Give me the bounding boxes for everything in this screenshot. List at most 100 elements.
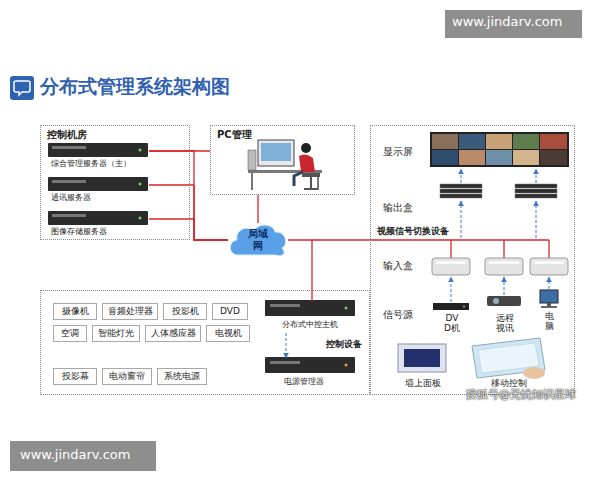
signal-arrow <box>504 277 505 295</box>
chair <box>302 173 320 177</box>
watermark-url: www.jindarv.com <box>452 15 562 30</box>
input-box <box>432 258 470 275</box>
server-label: 综合管理服务器（主） <box>51 159 131 168</box>
watermark-text: 搜狐号@无忧知识星球 <box>466 389 576 402</box>
device-label: DVD <box>213 306 247 316</box>
frame-heading: PC管理 <box>217 129 252 141</box>
diagram-title: 分布式管理系统架构图 <box>40 76 230 98</box>
wall-screen <box>486 150 512 165</box>
server-light <box>139 183 142 186</box>
device-label: 智能灯光 <box>93 328 139 338</box>
dvd-player: DV D机 <box>432 297 472 337</box>
row-label: 显示屏 <box>383 146 413 158</box>
wall-screen <box>540 150 567 165</box>
wall-screen <box>513 150 539 165</box>
monitor-screen <box>261 143 291 161</box>
device-label: 分布式中控主机 <box>282 320 338 329</box>
signal-arrow <box>536 201 537 238</box>
input-box-detail <box>489 261 519 264</box>
server-image <box>48 177 148 191</box>
mobile-control: 移动控制 <box>467 337 551 389</box>
room-frame: 控制机房综合管理服务器（主） 通讯服务器图像存储服务器 <box>40 125 190 240</box>
server-label: 图像存储服务器 <box>51 227 107 236</box>
signal-arrow <box>549 277 550 289</box>
output-box <box>440 189 482 193</box>
group-heading: 控制设备 <box>326 339 362 349</box>
wall-panel-screen <box>404 349 440 367</box>
chair-base <box>304 188 318 190</box>
lan-cloud: 局域 网 <box>228 223 288 257</box>
wall-screen <box>432 134 458 149</box>
wall-screen <box>486 134 512 149</box>
device-label: 人体感应器 <box>146 328 200 338</box>
signal-arrow <box>451 277 452 302</box>
device-label: 电视机 <box>207 328 249 338</box>
network-wire <box>312 239 549 240</box>
operator-body <box>299 154 315 172</box>
controller-light <box>345 307 348 310</box>
wall-panel-image <box>398 344 446 372</box>
hand <box>523 367 545 379</box>
server-detail <box>52 214 86 217</box>
device-label: 投影幕 <box>54 371 96 381</box>
watermark-url: www.jindarv.com <box>20 448 130 463</box>
operator-legs <box>294 172 303 186</box>
device-box: 投影机 <box>163 303 207 320</box>
device-box: 音频处理器 <box>102 303 158 320</box>
computer-monitor <box>540 290 558 303</box>
output-box <box>440 184 482 188</box>
server-light <box>139 149 142 152</box>
computer-stand <box>547 303 551 306</box>
controller-image <box>265 300 355 316</box>
device-label: 电 脑 <box>543 311 555 332</box>
server-image <box>48 211 148 225</box>
output-box <box>515 194 557 198</box>
output-box <box>440 194 482 198</box>
signal-arrow <box>461 201 462 238</box>
signal-arrow <box>536 169 537 183</box>
wall-screen <box>459 134 485 149</box>
power-manager: 电源管理器 <box>266 358 356 390</box>
av-frame: 显示屏输出盒视频信号切换设备输入盒信号源DV D机远程 视讯电 脑墙上面板移动控… <box>370 125 575 395</box>
output-box <box>515 184 557 188</box>
input-box <box>530 258 568 275</box>
video-terminal-image <box>487 296 521 306</box>
url-bar <box>10 441 156 471</box>
row-label: 输出盒 <box>383 202 413 214</box>
output-box <box>515 189 557 193</box>
title-icon <box>10 76 34 100</box>
wall-screen <box>540 134 567 149</box>
server-detail <box>52 180 86 183</box>
device-box: DVD <box>212 303 248 320</box>
server-label: 通讯服务器 <box>51 193 91 202</box>
network-line <box>149 151 228 240</box>
frame-heading: 控制机房 <box>47 129 87 141</box>
monitor <box>258 140 294 166</box>
camera-lens <box>493 298 499 304</box>
network-line <box>149 185 228 240</box>
device-box: 空调 <box>53 325 87 342</box>
device-label: 移动控制 <box>467 378 551 388</box>
video-wall <box>430 132 569 167</box>
device-label: 电源管理器 <box>284 377 324 386</box>
device-box: 人体感应器 <box>145 325 201 342</box>
device-label: 墙上面板 <box>395 378 451 388</box>
server-detail <box>52 146 86 149</box>
desk-leg <box>251 173 253 190</box>
chat-symbol <box>14 81 30 95</box>
wall-panel: 墙上面板 <box>395 341 451 391</box>
network-wire <box>450 240 451 258</box>
device-box: 摄像机 <box>53 303 97 320</box>
url-bar <box>445 10 582 38</box>
cloud-outline <box>230 225 285 256</box>
device-label: 空调 <box>54 328 86 338</box>
device-box: 智能灯光 <box>92 325 140 342</box>
device-box: 系统电源 <box>157 368 207 385</box>
network-line <box>149 219 228 240</box>
server-unit: 通讯服务器 <box>49 178 149 204</box>
central-controller: 分布式中控主机 <box>266 301 356 333</box>
computer-base <box>541 306 557 308</box>
